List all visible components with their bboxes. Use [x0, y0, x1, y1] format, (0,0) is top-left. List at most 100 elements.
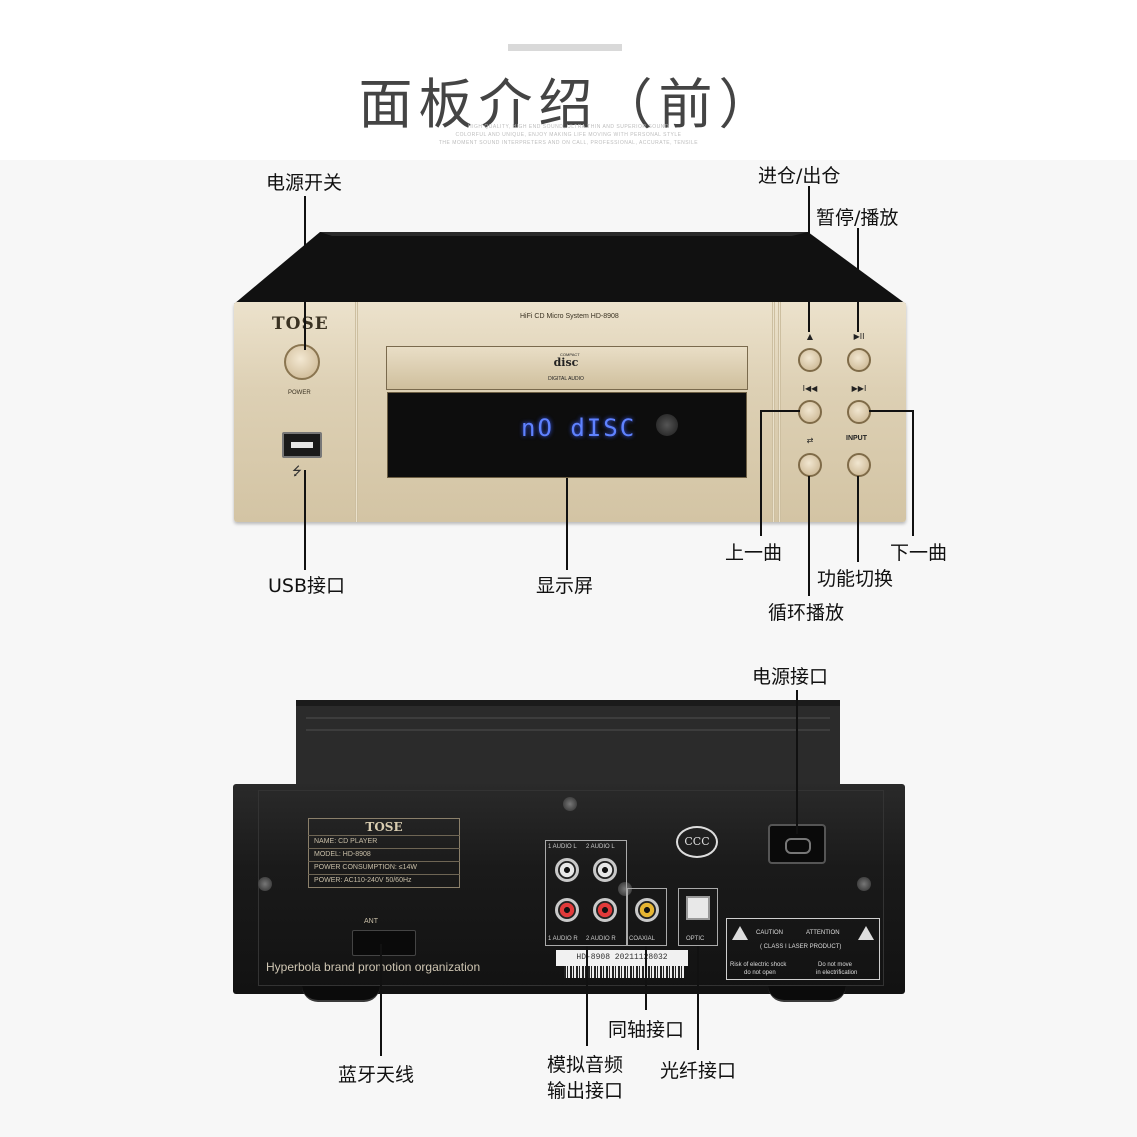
foot: [302, 986, 380, 1002]
label-display: 显示屏: [536, 575, 594, 597]
nameplate-divider: [308, 848, 460, 849]
coaxial-jack[interactable]: [635, 898, 659, 922]
rca-audio-r1-jack[interactable]: [555, 898, 579, 922]
next-track-button[interactable]: [847, 400, 871, 424]
callout-line: [304, 470, 306, 570]
warning-icon: [732, 926, 748, 940]
brand-logo: TOSE: [272, 314, 329, 334]
nameplate-model: MODEL: HD-8908: [314, 851, 371, 858]
eject-icon: ▲: [806, 332, 814, 341]
callout-line: [760, 410, 800, 412]
display-readout: nO dISC: [521, 414, 637, 442]
input-caption: INPUT: [846, 435, 867, 442]
callout-line: [380, 944, 382, 1056]
power-caption: POWER: [288, 390, 311, 396]
front-panel-divider: [355, 302, 358, 522]
callout-line: [912, 410, 914, 536]
front-unit-top-cover: [234, 232, 906, 304]
caution-label: [726, 918, 880, 980]
serial-sticker: HD-8908 20211128032: [556, 950, 688, 966]
audio-r2-caption: 2 AUDIO R: [586, 936, 616, 942]
callout-line: [857, 476, 859, 562]
label-usb-port: USB接口: [268, 575, 346, 597]
risk-text-2: do not open: [744, 970, 776, 976]
disc-logo-top: COMPACT: [560, 352, 580, 357]
disc-logo-subtitle: DIGITAL AUDIO: [548, 376, 584, 382]
callout-line: [586, 946, 588, 1046]
organization-text: Hyperbola brand promotion organization: [266, 960, 481, 974]
nameplate-divider: [308, 874, 460, 875]
screw: [563, 797, 577, 811]
nameplate-power-consumption: POWER CONSUMPTION: ≤14W: [314, 864, 418, 871]
ccc-certification-mark: CCC: [676, 826, 718, 858]
usb-icon: ⭍: [292, 464, 302, 478]
optical-jack[interactable]: [686, 896, 710, 920]
callout-line: [808, 186, 810, 332]
eject-button[interactable]: [798, 348, 822, 372]
callout-line: [645, 946, 647, 1010]
callout-line: [796, 690, 798, 834]
move-text-1: Do not move: [818, 962, 853, 968]
rca-audio-l2-jack[interactable]: [593, 858, 617, 882]
foot: [768, 986, 846, 1002]
play-pause-icon: ▶II: [853, 332, 865, 341]
nameplate-power: POWER: AC110-240V 50/60Hz: [314, 877, 412, 884]
header-accent-bar: [508, 44, 622, 51]
screw: [258, 877, 272, 891]
callout-line: [760, 410, 762, 536]
input-button[interactable]: [847, 453, 871, 477]
coaxial-output-group: [627, 888, 667, 946]
rca-audio-r2-jack[interactable]: [593, 898, 617, 922]
header-subtitle-line: HIGH QUALITY, HIGH END SOUND, ULTRA THIN…: [468, 124, 669, 130]
callout-line: [808, 476, 810, 596]
play-pause-button[interactable]: [847, 348, 871, 372]
header-subtitle-line: THE MOMENT SOUND INTERPRETERS AND ON CAL…: [438, 140, 699, 146]
caution-title: CAUTION: [756, 930, 783, 936]
power-button[interactable]: [284, 344, 320, 380]
audio-l2-caption: 2 AUDIO L: [586, 844, 615, 850]
nameplate-name: NAME: CD PLAYER: [314, 838, 378, 845]
disc-tray[interactable]: [386, 346, 748, 390]
label-power-switch: 电源开关: [266, 172, 343, 194]
ir-sensor: [656, 414, 678, 436]
barcode: [564, 966, 684, 978]
nameplate-divider: [308, 861, 460, 862]
prev-track-button[interactable]: [798, 400, 822, 424]
label-power-socket: 电源接口: [752, 666, 829, 688]
callout-line: [857, 228, 859, 332]
model-text: HiFi CD Micro System HD-8908: [520, 313, 619, 320]
coaxial-caption: COAXIAL: [629, 936, 656, 942]
rca-audio-l1-jack[interactable]: [555, 858, 579, 882]
label-eject: 进仓/出仓: [758, 165, 841, 187]
label-coaxial: 同轴接口: [608, 1019, 685, 1041]
laser-class-text: ( CLASS I LASER PRODUCT): [760, 944, 842, 950]
repeat-button[interactable]: [798, 453, 822, 477]
label-play-pause: 暂停/播放: [816, 207, 899, 229]
callout-line: [869, 410, 913, 412]
prev-track-icon: I◀◀: [802, 384, 818, 393]
optical-output-group: [678, 888, 718, 946]
label-bluetooth-antenna: 蓝牙天线: [338, 1064, 415, 1086]
move-text-2: in electrification: [816, 970, 858, 976]
screw: [618, 882, 632, 896]
label-analog-out-line2: 输出接口: [547, 1080, 624, 1102]
page-title: 面板介绍（前）: [358, 73, 779, 136]
label-optical: 光纤接口: [660, 1060, 737, 1082]
header-subtitle-line: COLORFUL AND UNIQUE, ENJOY MAKING LIFE M…: [455, 132, 682, 138]
nameplate-divider: [308, 835, 460, 836]
bluetooth-antenna: [352, 930, 416, 956]
vfd-display: [387, 392, 747, 478]
next-track-icon: ▶▶I: [851, 384, 867, 393]
front-panel-divider: [778, 302, 781, 522]
callout-line: [566, 478, 568, 570]
analog-output-group: [545, 840, 627, 946]
laser-warning-icon: [858, 926, 874, 940]
callout-line: [697, 946, 699, 1050]
antenna-caption: ANT: [364, 918, 378, 925]
usb-port[interactable]: [282, 432, 322, 458]
nameplate: [308, 818, 460, 888]
attention-title: ATTENTION: [806, 930, 840, 936]
label-analog-out-line1: 模拟音频: [547, 1054, 624, 1076]
screw: [857, 877, 871, 891]
compact-disc-logo: disc: [553, 356, 579, 369]
